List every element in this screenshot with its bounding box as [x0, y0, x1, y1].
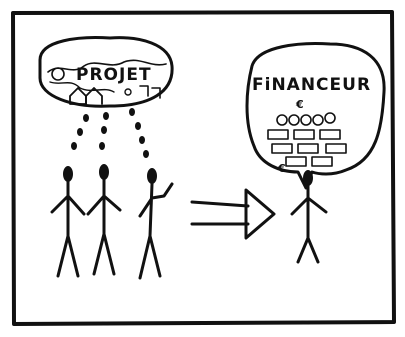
thought-bubble-financeur: FiNANCEUR € €	[245, 42, 386, 190]
map-doodle	[47, 59, 167, 99]
euro-icon: €	[277, 162, 286, 175]
euro-icon: €	[295, 98, 304, 111]
coin-icon	[276, 112, 336, 126]
banknote-icon	[267, 129, 347, 167]
panel-frame	[11, 10, 396, 326]
bubble-title-projet: PROJET	[76, 65, 152, 85]
stick-figure-icon	[50, 166, 86, 278]
stick-figure-icon	[138, 168, 174, 280]
arrow-right-icon	[190, 188, 276, 240]
thought-trail-dots	[71, 108, 149, 158]
stick-figure-icon	[290, 170, 328, 264]
house-icon	[69, 87, 103, 105]
stick-figure-icon	[86, 164, 122, 276]
bubble-title-financeur: FiNANCEUR	[252, 75, 371, 95]
thought-bubble-projet: PROJET	[38, 36, 174, 158]
